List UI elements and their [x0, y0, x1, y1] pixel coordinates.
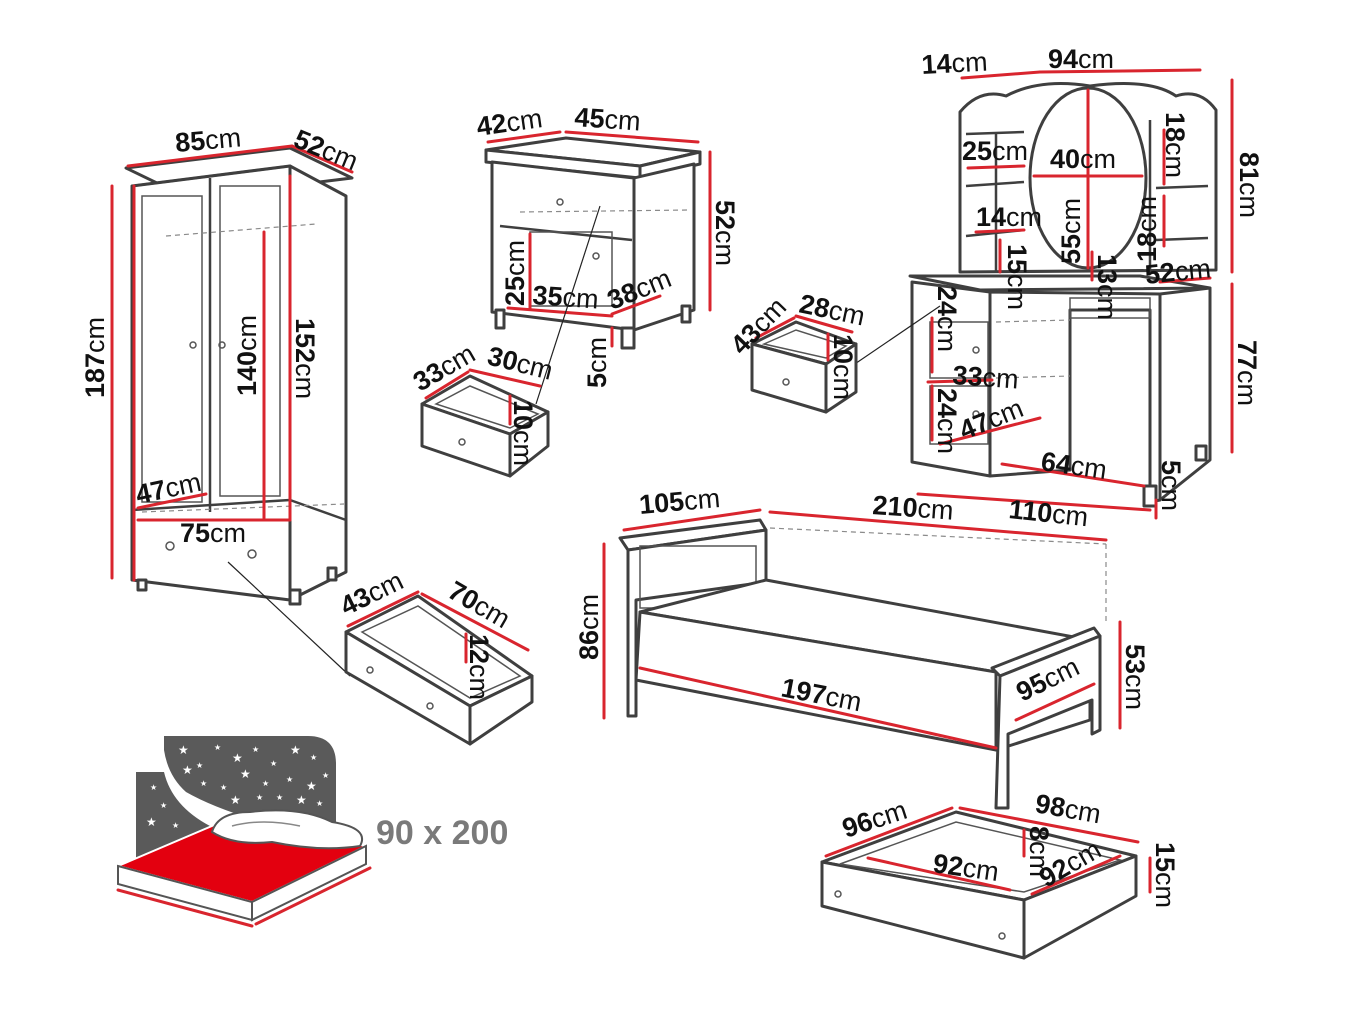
bed-foot-height-label: 53cm [1120, 644, 1150, 710]
star-icon: ★ [178, 743, 189, 757]
star-icon: ★ [232, 751, 243, 765]
star-icon: ★ [296, 793, 307, 807]
desk-small-shelf-width-label: 14cm [976, 202, 1042, 232]
desk-cabinet-width-label: 33cm [952, 360, 1020, 395]
nightstand-drawer: 33cm 30cm 10cm [408, 338, 556, 478]
desk-mirror-width-label: 94cm [1048, 44, 1114, 74]
bed-drawer-height-inner-label: 8cm [1024, 826, 1054, 877]
star-icon: ★ [200, 779, 207, 788]
desk-knee-width-label: 64cm [1039, 446, 1109, 485]
wardrobe-width-label: 85cm [174, 122, 242, 158]
desk-drawer-height-label: 10cm [828, 334, 858, 400]
star-icon: ★ [230, 793, 241, 807]
bed-drawer: 96cm 98cm 8cm 92cm 92cm 15cm [820, 788, 1180, 960]
star-icon: ★ [196, 761, 203, 770]
star-icon: ★ [172, 821, 179, 830]
star-icon: ★ [256, 793, 263, 802]
star-icon: ★ [322, 771, 329, 780]
desk-drawer-width-label: 28cm [797, 289, 868, 332]
star-icon: ★ [286, 775, 293, 784]
nightstand-foot-height-label: 5cm [582, 337, 612, 388]
desk-drawer-leader [845, 305, 941, 371]
star-icon: ★ [150, 783, 157, 792]
wardrobe-inner-height-label: 152cm [290, 318, 320, 399]
star-icon: ★ [240, 767, 251, 781]
nightstand-shelf-height-label: 25cm [500, 240, 530, 306]
wardrobe-drawer-leader [227, 561, 351, 677]
wardrobe-drawer-width-label: 75cm [180, 518, 246, 548]
star-icon: ★ [146, 815, 157, 829]
star-icon: ★ [220, 783, 227, 792]
star-icon: ★ [306, 779, 317, 793]
star-icon: ★ [270, 759, 277, 768]
nightstand: 42cm 45cm 52cm 25cm 35cm 38cm 5cm [475, 102, 740, 388]
bed: 105cm 210cm 86cm 197cm 95cm 53cm [574, 483, 1150, 810]
star-icon: ★ [252, 745, 259, 754]
bed-length-label: 210cm [872, 490, 955, 526]
wardrobe-door-height-label: 140cm [232, 315, 262, 396]
star-icon: ★ [310, 753, 317, 762]
mattress-with-pillows-icon: ★★★★★★★★★★★★★★★★★★★★★★★★★ 90 x 200 [114, 736, 508, 928]
bed-drawer-length-label: 98cm [1033, 788, 1103, 829]
desk-side-shelf-height-a-label: 18cm [1160, 112, 1190, 178]
starry-night-icon [164, 736, 336, 822]
wardrobe-drawer-height-label: 12cm [464, 634, 494, 700]
desk-foot-height-label: 5cm [1156, 460, 1186, 511]
desk-shelf-gap-label: 15cm [1002, 244, 1032, 310]
wardrobe-drawer: 43cm 70cm 12cm [335, 565, 534, 746]
star-icon: ★ [160, 801, 167, 810]
desk-gap-label: 13cm [1092, 254, 1122, 320]
bed-head-height-label: 86cm [574, 594, 604, 660]
desk-drawer-height-a-label: 24cm [932, 286, 962, 352]
bed-drawer-height-label: 15cm [1150, 842, 1180, 908]
nightstand-depth-label: 42cm [475, 103, 545, 142]
star-icon: ★ [214, 743, 221, 752]
desk-width-label: 110cm [1007, 494, 1089, 532]
desk-side-shelf-height-b-label: 18cm [1132, 196, 1162, 262]
nightstand-drawer-height-label: 10cm [508, 400, 538, 466]
desk-mirror-height-label: 55cm [1056, 198, 1086, 264]
star-icon: ★ [316, 799, 323, 808]
desk-total-height-label: 81cm [1234, 152, 1264, 218]
dressing-table: 14cm 94cm 81cm 25cm 40cm 18cm 18cm 14cm … [908, 44, 1264, 532]
desk-mirror-inner-width-label: 40cm [1050, 144, 1116, 174]
desk-shelf-width-label: 25cm [962, 136, 1028, 166]
nightstand-width-label: 45cm [574, 102, 642, 137]
nightstand-inner-width-label: 35cm [532, 280, 600, 315]
wardrobe-inner-depth-label: 47cm [133, 467, 204, 510]
star-icon: ★ [290, 743, 301, 757]
star-icon: ★ [276, 793, 283, 802]
desk-height-label: 77cm [1232, 340, 1262, 406]
star-icon: ★ [182, 763, 193, 777]
wardrobe-height-label: 187cm [80, 317, 110, 398]
desk-depth-label: 52cm [1143, 253, 1212, 290]
nightstand-height-label: 52cm [710, 200, 740, 266]
wardrobe: 85cm 52cm 187cm 140cm 152cm 47cm 75cm [80, 122, 362, 606]
desk-top-side-width-label: 14cm [921, 47, 989, 80]
bed-head-width-label: 105cm [638, 483, 721, 520]
dressing-table-drawer: 43cm 28cm 10cm [725, 289, 868, 414]
nightstand-drawer-leader [535, 205, 601, 405]
bed-drawer-inner-width-label: 92cm [931, 848, 1001, 887]
nightstand-drawer-width-label: 30cm [485, 341, 556, 386]
star-icon: ★ [262, 779, 269, 788]
desk-drawer-height-b-label: 24cm [932, 388, 962, 454]
mattress-size-label: 90 x 200 [376, 814, 508, 852]
